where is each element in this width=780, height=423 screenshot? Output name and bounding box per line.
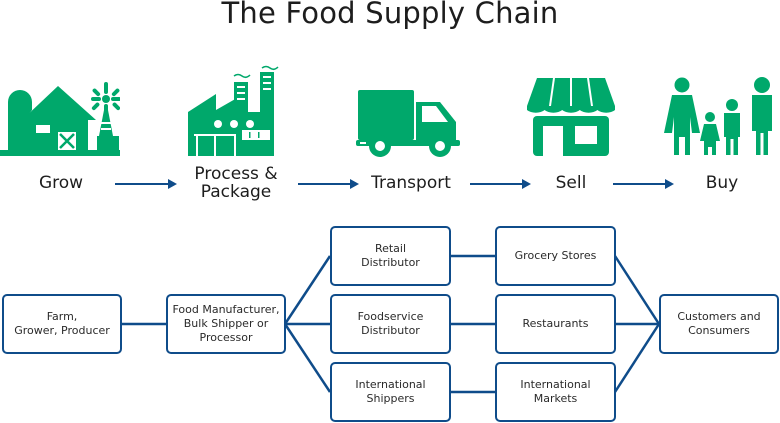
arrow-process-to-transport bbox=[298, 179, 359, 189]
box-grocery-stores: Grocery Stores bbox=[495, 226, 616, 286]
box-label: International Markets bbox=[520, 378, 591, 405]
connector-processor-international bbox=[283, 323, 332, 393]
box-retail-distributor: Retail Distributor bbox=[330, 226, 451, 286]
box-label: International Shippers bbox=[355, 378, 426, 405]
arrow-grow-to-process bbox=[115, 179, 177, 189]
box-farm-grower-producer: Farm, Grower, Producer bbox=[2, 294, 122, 354]
box-label: Foodservice Distributor bbox=[357, 310, 424, 337]
box-international-shippers: International Shippers bbox=[330, 362, 451, 422]
family-icon bbox=[662, 77, 778, 157]
stage-label-grow: Grow bbox=[38, 173, 84, 193]
box-international-markets: International Markets bbox=[495, 362, 616, 422]
box-label: Customers and Consumers bbox=[677, 310, 761, 337]
box-label: Restaurants bbox=[522, 317, 589, 330]
connector-markets-customers bbox=[613, 323, 661, 393]
stage-label-sell: Sell bbox=[555, 173, 587, 193]
connector-processor-retail bbox=[283, 255, 332, 325]
arrow-sell-to-buy bbox=[613, 179, 674, 189]
stage-label-transport: Transport bbox=[371, 173, 451, 193]
arrow-transport-to-sell bbox=[470, 179, 531, 189]
connector-grocery-customers bbox=[613, 255, 661, 325]
box-label: Food Manufacturer, Bulk Shipper or Proce… bbox=[172, 303, 280, 344]
box-restaurants: Restaurants bbox=[495, 294, 616, 354]
box-customers-consumers: Customers and Consumers bbox=[659, 294, 779, 354]
diagram-title: The Food Supply Chain bbox=[221, 0, 559, 30]
truck-icon bbox=[356, 88, 464, 158]
farm-icon bbox=[0, 80, 120, 158]
box-label: Retail Distributor bbox=[361, 242, 420, 269]
store-icon bbox=[527, 76, 615, 158]
box-label: Grocery Stores bbox=[514, 249, 597, 262]
box-foodservice-distributor: Foodservice Distributor bbox=[330, 294, 451, 354]
factory-icon bbox=[186, 64, 286, 158]
box-label: Farm, Grower, Producer bbox=[14, 310, 110, 337]
stage-label-buy: Buy bbox=[705, 173, 739, 193]
box-food-manufacturer: Food Manufacturer, Bulk Shipper or Proce… bbox=[166, 294, 286, 354]
stage-label-process-package: Process & Package bbox=[194, 164, 278, 202]
